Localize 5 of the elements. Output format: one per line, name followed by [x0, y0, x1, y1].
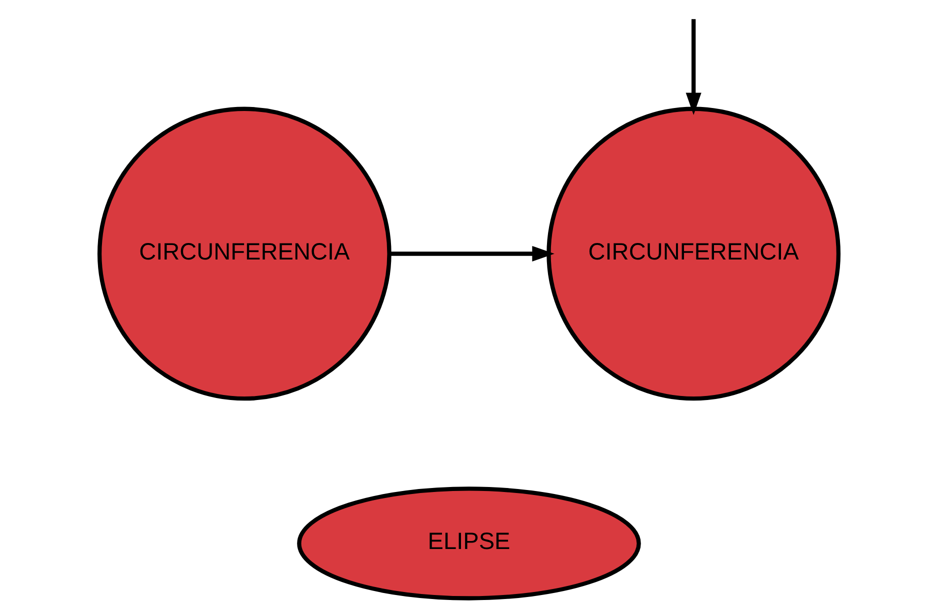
- node-circle: CIRCUNFERENCIA: [546, 106, 841, 401]
- node-circle: CIRCUNFERENCIA: [97, 106, 392, 401]
- node-ellipse: ELIPSE: [297, 486, 641, 600]
- arrow: [686, 19, 702, 116]
- arrow: [390, 246, 554, 262]
